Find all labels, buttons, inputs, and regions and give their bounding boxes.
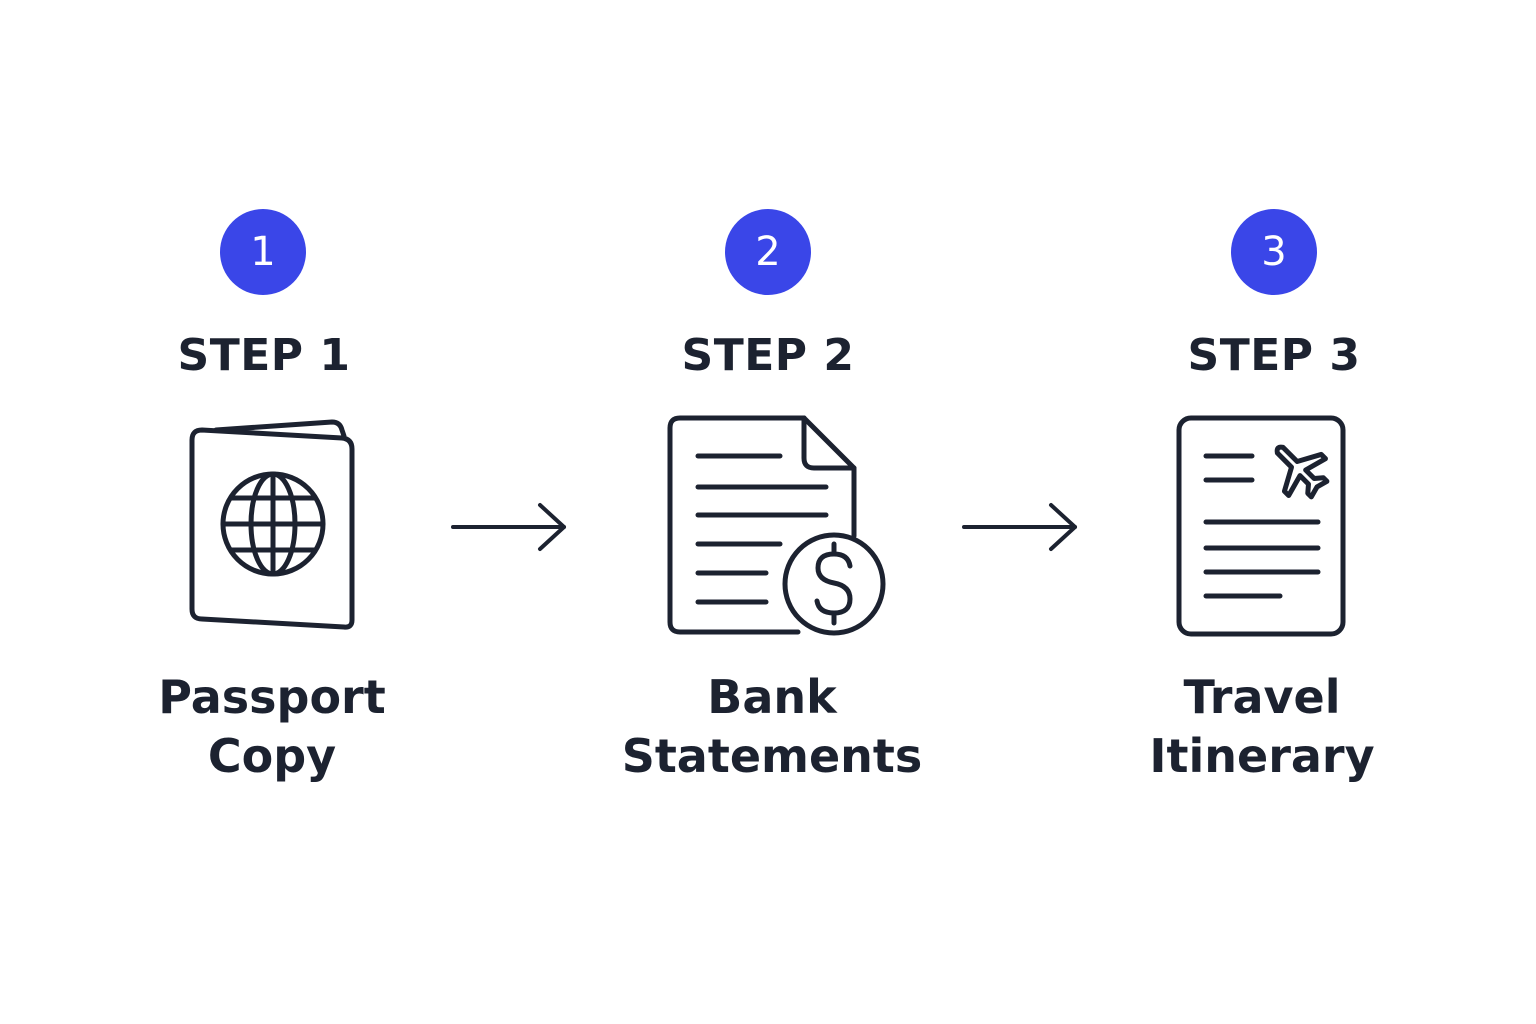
step-3-label-line-1: Travel [1183, 670, 1341, 724]
travel-itinerary-icon [1174, 414, 1350, 640]
step-2-label: Bank Statements [592, 668, 952, 786]
step-3-label: Travel Itinerary [1082, 668, 1442, 786]
step-1-title: STEP 1 [177, 330, 351, 381]
arrow-right-icon-2 [961, 500, 1081, 558]
step-2-title: STEP 2 [681, 330, 855, 381]
step-3-label-line-2: Itinerary [1149, 729, 1375, 783]
step-1-label-line-2: Copy [207, 729, 337, 783]
step-1-number-badge: 1 [220, 209, 306, 295]
step-2-label-line-1: Bank [707, 670, 837, 724]
step-1-label: Passport Copy [92, 668, 452, 786]
step-1-label-line-1: Passport [158, 670, 386, 724]
bank-statement-icon [664, 414, 890, 640]
arrow-right-icon [450, 500, 570, 558]
passport-icon [186, 416, 362, 636]
step-3-number-badge: 3 [1231, 209, 1317, 295]
step-2-number-badge: 2 [725, 209, 811, 295]
step-2-label-line-2: Statements [621, 729, 923, 783]
step-3-title: STEP 3 [1187, 330, 1361, 381]
